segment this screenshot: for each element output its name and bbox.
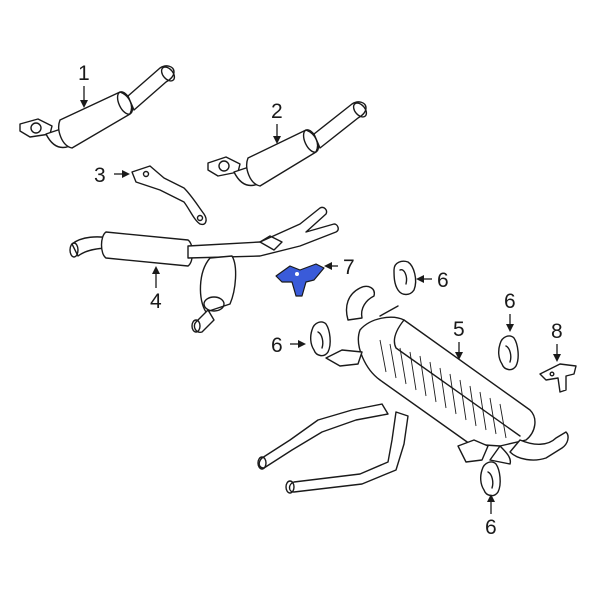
muffler-assembly-5 — [257, 285, 569, 494]
hanger-6-top — [393, 260, 417, 296]
bracket-7-highlighted — [275, 263, 325, 297]
catalytic-converter-2 — [207, 101, 368, 187]
callout-6-left: 6 — [271, 334, 283, 357]
hanger-6-bottom — [479, 461, 501, 497]
hanger-6-right — [497, 335, 519, 371]
hanger-6-left — [309, 321, 331, 357]
callout-6-top: 6 — [437, 269, 449, 292]
callout-4: 4 — [150, 290, 162, 313]
callout-6-bottom: 6 — [485, 516, 497, 539]
catalytic-converter-1 — [19, 65, 176, 149]
callout-labels: 1 2 3 4 5 6 6 6 6 7 8 — [78, 62, 563, 539]
callout-8: 8 — [551, 320, 563, 343]
callout-5: 5 — [453, 318, 465, 341]
callout-2: 2 — [271, 100, 283, 123]
intermediate-pipe-4 — [69, 206, 339, 334]
bracket-3 — [131, 165, 207, 226]
bracket-8 — [539, 363, 577, 393]
callout-3: 3 — [94, 164, 106, 187]
callout-7: 7 — [343, 256, 355, 279]
callout-6-right: 6 — [504, 290, 516, 313]
callout-1: 1 — [78, 62, 90, 85]
callout-pointers — [80, 86, 561, 514]
